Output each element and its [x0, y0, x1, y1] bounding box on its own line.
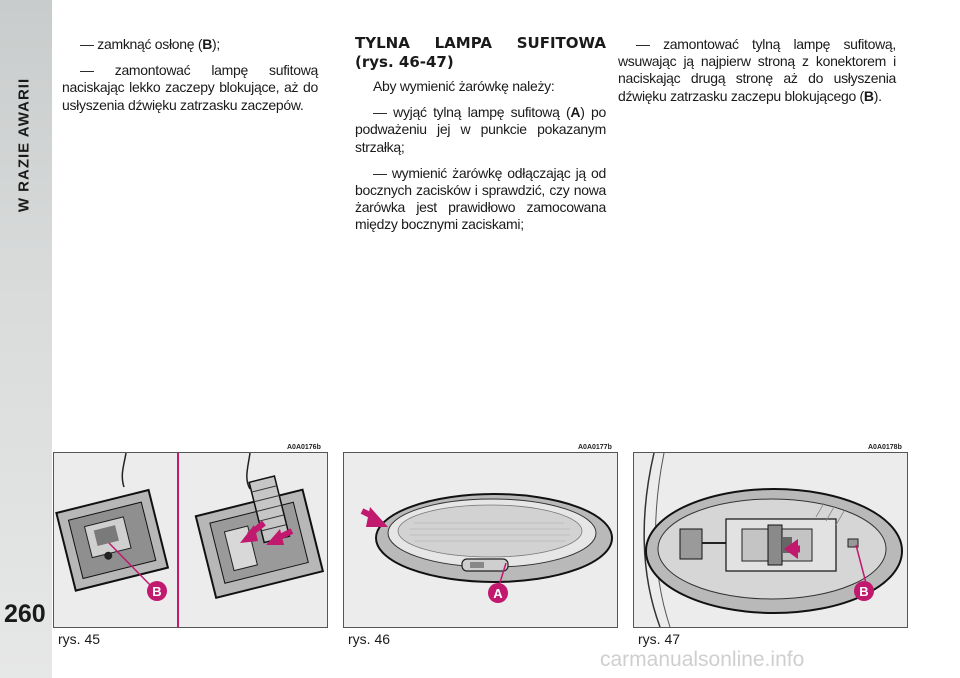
figure-45-illustration: B — [53, 452, 328, 628]
figure-code: A0A0177b — [578, 444, 612, 451]
figure-caption: rys. 46 — [348, 631, 391, 647]
callout-b-badge — [147, 581, 167, 601]
paragraph: — zamknąć osłonę (B); — [80, 36, 220, 52]
callout-b-label: B — [152, 584, 161, 599]
text-column-1: — zamknąć osłonę (B); — zamontować lampę… — [62, 36, 318, 123]
figure-caption: rys. 47 — [638, 631, 681, 647]
figure-46-illustration: A — [343, 452, 618, 628]
text-column-3: — zamontować tylną lampę sufitową, wsuwa… — [618, 36, 896, 114]
paragraph: Aby wymienić żarówkę należy: — [373, 78, 555, 94]
callout-a-badge — [488, 583, 508, 603]
callout-b-label: B — [859, 584, 868, 599]
text-column-2: TYLNA LAMPA SUFITOWA (rys. 46-47) Aby wy… — [355, 34, 606, 243]
watermark: carmanualsonline.info — [600, 648, 805, 671]
callout-a-label: A — [493, 586, 503, 601]
sidebar: W RAZIE AWARII 260 — [0, 0, 52, 678]
section-heading: TYLNA LAMPA SUFITOWA (rys. 46-47) — [355, 34, 606, 71]
page-number: 260 — [4, 600, 46, 628]
section-title: W RAZIE AWARII — [15, 77, 33, 213]
paragraph: — wyjąć tylną lampę sufitową (A) po podw… — [355, 104, 606, 155]
callout-b-badge — [854, 581, 874, 601]
figure-caption: rys. 45 — [58, 631, 101, 647]
paragraph: — wymienić żarówkę odłączając ją od bocz… — [355, 164, 606, 233]
figure-code: A0A0178b — [868, 444, 902, 451]
paragraph: — zamontować tylną lampę sufitową, wsuwa… — [618, 36, 896, 104]
figure-47-illustration: B — [633, 452, 908, 628]
figure-code: A0A0176b — [287, 444, 321, 451]
paragraph: — zamontować lampę sufitową naciskając l… — [62, 62, 318, 113]
